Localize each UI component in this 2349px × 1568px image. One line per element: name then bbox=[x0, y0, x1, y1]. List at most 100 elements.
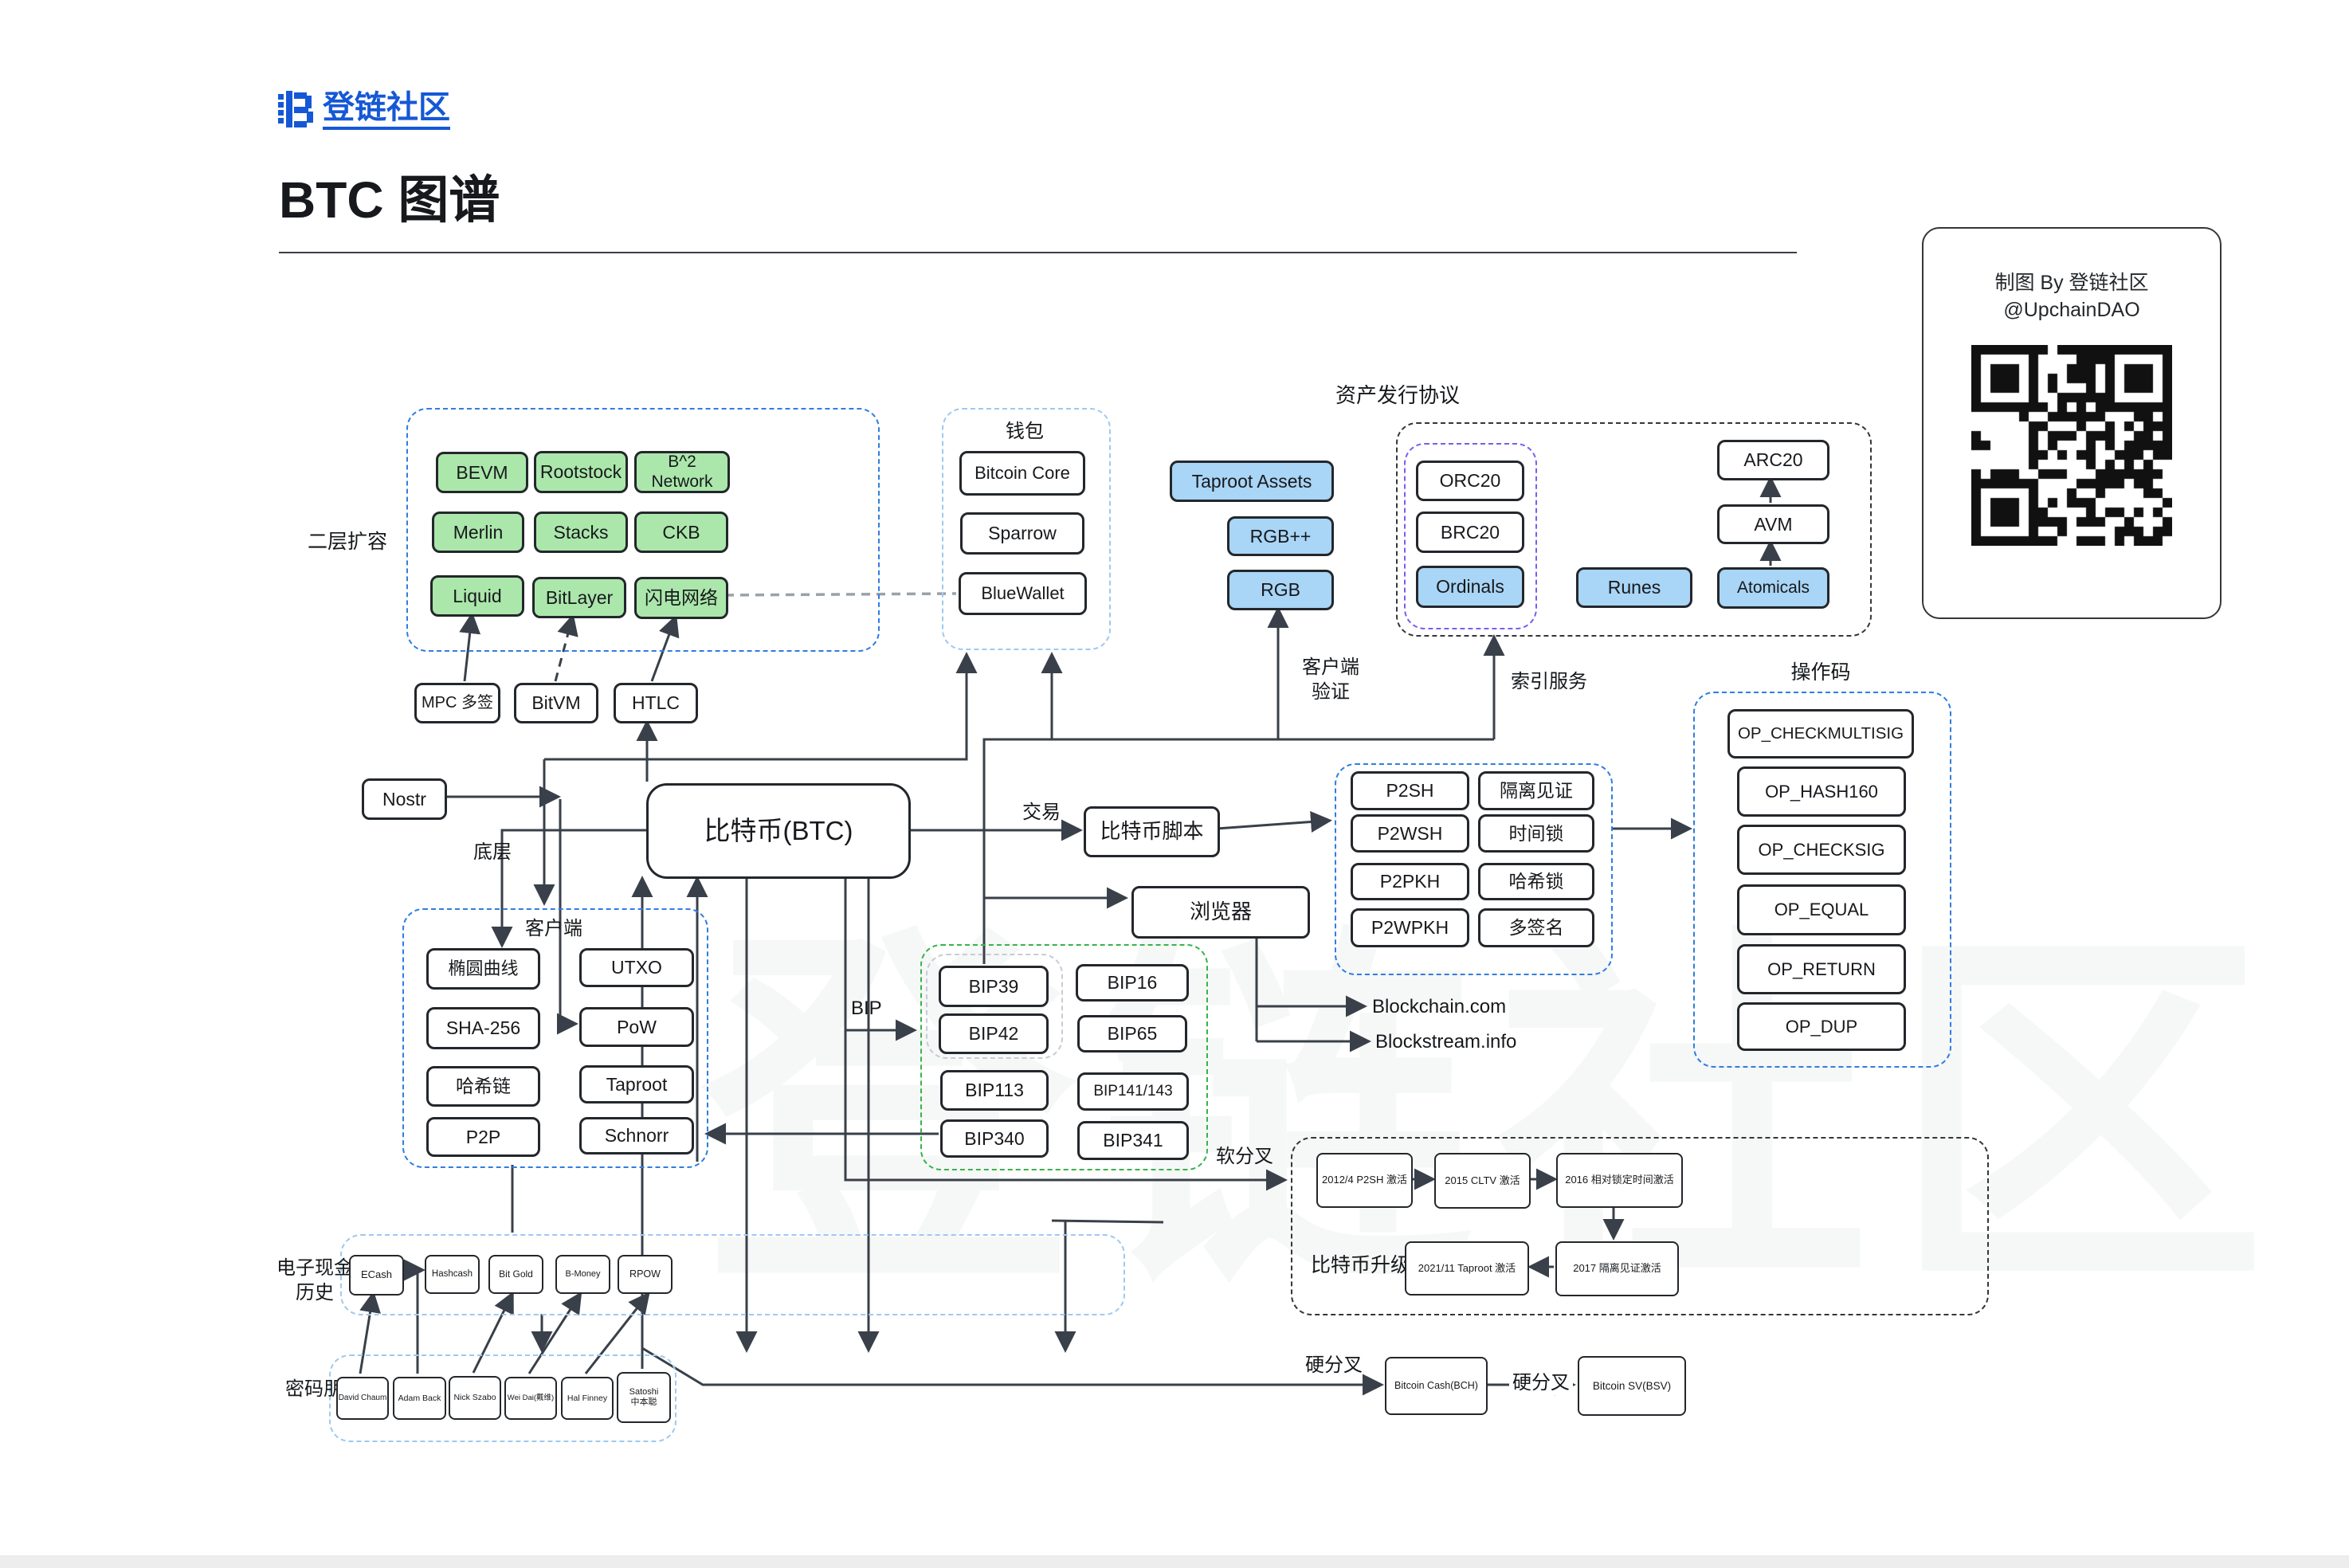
node-htlc: HTLC bbox=[614, 683, 698, 723]
label-index: 索引服务 bbox=[1511, 671, 1587, 692]
node-hal: Hal Finney bbox=[561, 1377, 614, 1420]
label-blockchaincom: Blockchain.com bbox=[1372, 996, 1507, 1017]
node-op2: OP_HASH160 bbox=[1737, 766, 1906, 817]
node-merlin: Merlin bbox=[432, 512, 524, 553]
node-pow: PoW bbox=[579, 1007, 694, 1047]
node-atomicals: Atomicals bbox=[1717, 567, 1829, 609]
node-bevm: BEVM bbox=[436, 452, 528, 493]
node-liquid: Liquid bbox=[430, 575, 524, 617]
node-runes: Runes bbox=[1576, 567, 1692, 608]
node-u2012: 2012/4 P2SH 激活 bbox=[1316, 1153, 1413, 1208]
edge-44 bbox=[1051, 1219, 1164, 1224]
node-btccore: Bitcoin Core bbox=[959, 451, 1085, 496]
node-bip113: BIP113 bbox=[940, 1070, 1049, 1111]
label-bip_lbl: BIP bbox=[851, 998, 882, 1019]
node-bluewallet: BlueWallet bbox=[959, 572, 1087, 615]
node-bip65: BIP65 bbox=[1077, 1015, 1187, 1053]
node-bip340: BIP340 bbox=[940, 1119, 1049, 1158]
label-hardfork2: 硬分叉 bbox=[1509, 1370, 1573, 1396]
node-hashchain: 哈希链 bbox=[426, 1066, 540, 1107]
node-orc20: ORC20 bbox=[1416, 461, 1524, 501]
node-lightning: 闪电网络 bbox=[634, 577, 728, 619]
group-label-opcode: 操作码 bbox=[1790, 661, 1851, 684]
node-bmoney: B-Money bbox=[555, 1255, 610, 1294]
credit-line1: 制图 By 登链社区 bbox=[1994, 272, 2149, 294]
node-ordinals: Ordinals bbox=[1416, 566, 1524, 608]
edge-11 bbox=[1216, 811, 1332, 833]
node-bitvm: BitVM bbox=[514, 683, 598, 723]
edge-1 bbox=[554, 613, 578, 682]
node-p2wsh: P2WSH bbox=[1351, 814, 1469, 853]
node-p2p: P2P bbox=[426, 1117, 540, 1157]
group-layer2 bbox=[406, 408, 880, 652]
edge-30 bbox=[527, 1291, 582, 1374]
group-wallet bbox=[942, 408, 1111, 650]
logo-text: 登链社区 bbox=[323, 90, 450, 130]
node-bip16: BIP16 bbox=[1076, 964, 1189, 1002]
node-hashlock: 哈希锁 bbox=[1478, 863, 1594, 900]
node-u2016: 2016 相对锁定时间激活 bbox=[1556, 1153, 1683, 1208]
node-op5: OP_RETURN bbox=[1737, 944, 1906, 994]
group-upgrade bbox=[1291, 1137, 1989, 1315]
node-p2wpkh: P2WPKH bbox=[1351, 908, 1469, 947]
group-label-layer2: 二层扩容 bbox=[307, 531, 387, 553]
edge-9 bbox=[557, 799, 578, 1035]
node-segwit: 隔离见证 bbox=[1478, 771, 1594, 810]
node-b2net: B^2 Network bbox=[634, 451, 730, 493]
node-stacks: Stacks bbox=[534, 512, 628, 553]
node-timelock: 时间锁 bbox=[1478, 814, 1594, 853]
qr-code bbox=[1971, 344, 2172, 546]
node-adam: Adam Back bbox=[393, 1377, 446, 1420]
group-label-ecash: 电子现金 历史 bbox=[276, 1257, 353, 1304]
label-bottomlayer: 底层 bbox=[473, 841, 512, 863]
node-bip141: BIP141/143 bbox=[1077, 1072, 1189, 1111]
node-p2sh: P2SH bbox=[1351, 771, 1469, 810]
credit-panel: 制图 By 登链社区 @UpchainDAO bbox=[1922, 227, 2222, 619]
edge-31 bbox=[584, 1292, 650, 1374]
node-nick: Nick Szabo bbox=[449, 1376, 501, 1420]
node-rgbpp: RGB++ bbox=[1227, 516, 1334, 556]
label-tx: 交易 bbox=[1022, 802, 1061, 823]
node-rootstock: Rootstock bbox=[534, 451, 628, 493]
edge-7 bbox=[491, 829, 646, 948]
group-ecash bbox=[340, 1234, 1125, 1315]
credit-text: 制图 By 登链社区 @UpchainDAO bbox=[1924, 270, 2220, 324]
node-hashcash: Hashcash bbox=[425, 1255, 480, 1294]
group-label-client: 客户端 bbox=[525, 918, 582, 939]
node-multisig: 多签名 bbox=[1478, 908, 1594, 947]
node-arc20: ARC20 bbox=[1717, 440, 1829, 480]
group-bip bbox=[920, 944, 1208, 1170]
node-sha256: SHA-256 bbox=[426, 1007, 540, 1049]
edge-28 bbox=[404, 1259, 425, 1374]
node-taproot: Taproot bbox=[579, 1065, 694, 1103]
node-btc: 比特币(BTC) bbox=[646, 783, 911, 879]
node-weidai: Wei Dai(戴维) bbox=[504, 1377, 557, 1420]
node-satoshi: Satoshi 中本聪 bbox=[617, 1372, 671, 1423]
node-schnorr: Schnorr bbox=[579, 1117, 694, 1154]
node-rpow: RPOW bbox=[618, 1255, 673, 1294]
edge-29 bbox=[472, 1291, 514, 1374]
label-blockstream: Blockstream.info bbox=[1375, 1031, 1517, 1053]
group-asset bbox=[1396, 422, 1872, 637]
node-ckb: CKB bbox=[634, 512, 728, 553]
node-bip39: BIP39 bbox=[939, 966, 1049, 1007]
group-label-wallet: 钱包 bbox=[1006, 421, 1044, 442]
node-mpc: MPC 多签 bbox=[414, 683, 500, 723]
node-bitlayer: BitLayer bbox=[532, 577, 626, 618]
node-ellipse: 椭圆曲线 bbox=[426, 948, 540, 990]
node-brc20: BRC20 bbox=[1416, 512, 1524, 553]
node-ecash_n: ECash bbox=[349, 1255, 404, 1296]
node-u2021: 2021/11 Taproot 激活 bbox=[1405, 1241, 1529, 1296]
group-ordinals_sub bbox=[1404, 443, 1537, 629]
group-opcode bbox=[1693, 692, 1951, 1068]
node-op6: OP_DUP bbox=[1737, 1002, 1906, 1051]
node-bsv: Bitcoin SV(BSV) bbox=[1578, 1356, 1686, 1416]
node-bch: Bitcoin Cash(BCH) bbox=[1385, 1357, 1488, 1415]
edge-3 bbox=[724, 592, 957, 597]
logo-b-icon bbox=[278, 91, 313, 127]
label-softfork: 软分叉 bbox=[1216, 1146, 1273, 1167]
group-client bbox=[402, 908, 708, 1168]
node-op3: OP_CHECKSIG bbox=[1737, 825, 1906, 875]
